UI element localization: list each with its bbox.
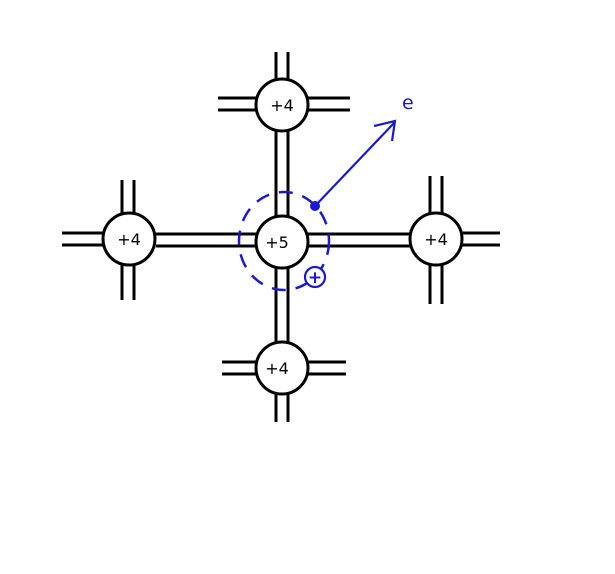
atom-right-label: +4 [424,230,448,249]
atom-center: +5 [256,216,308,268]
atom-left: +4 [103,213,155,265]
electron-arrow-shaft [315,122,395,206]
positive-charge-sign: + [308,268,322,288]
bond-center-right [308,234,410,246]
bond-center-top [276,131,288,216]
bond-center-bottom [276,268,288,342]
atom-center-label: +5 [265,233,289,252]
atom-bottom: +4 [256,342,308,394]
positive-charge-marker: + [305,267,325,288]
atom-left-label: +4 [117,230,141,249]
atom-top: +4 [256,79,308,131]
electron-label: e [402,92,414,114]
atom-top-label: +4 [270,96,294,115]
bond-center-left [156,234,256,246]
atom-bottom-label: +4 [265,359,289,378]
atom-right: +4 [410,213,462,265]
